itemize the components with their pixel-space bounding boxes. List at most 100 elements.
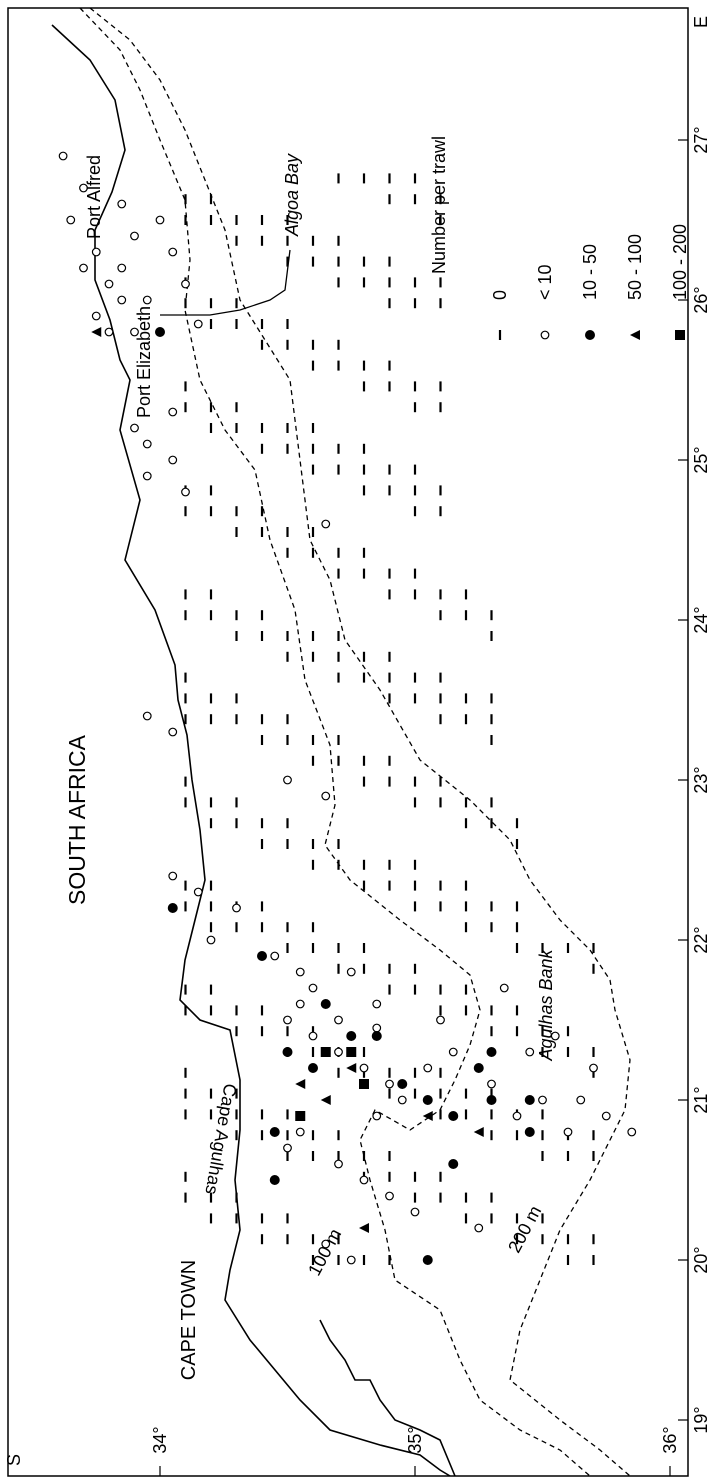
- station-open-circle: [448, 1047, 458, 1057]
- station-open-circle: [359, 1063, 369, 1073]
- station-open-circle: [79, 263, 88, 273]
- station-open-circle: [308, 1031, 318, 1041]
- lat-tick-label: 36°: [660, 1426, 680, 1453]
- station-filled-circle: [257, 951, 267, 961]
- station-open-circle: [512, 1111, 522, 1121]
- station-square: [295, 1111, 306, 1121]
- map-frame: [7, 7, 689, 1477]
- station-filled-circle: [269, 1127, 280, 1137]
- label-isobath-200: 200 m: [504, 1202, 545, 1256]
- legend-label: 10 - 50: [580, 244, 600, 300]
- lon-tick-label: 25°: [691, 446, 711, 473]
- station-open-circle: [538, 1095, 547, 1105]
- station-open-circle: [525, 1047, 535, 1057]
- station-open-circle: [168, 727, 178, 737]
- station-open-circle: [117, 295, 127, 305]
- station-square: [359, 1079, 369, 1089]
- station-open-circle: [168, 247, 178, 257]
- station-open-circle: [321, 1239, 331, 1249]
- station-open-circle: [397, 1095, 407, 1105]
- lon-tick-label: 24°: [691, 606, 711, 633]
- label-agulhas-bank: Agulhas Bank: [536, 948, 556, 1061]
- station-open-circle: [168, 871, 178, 881]
- station-filled-circle: [524, 1095, 535, 1105]
- station-open-circle: [295, 967, 305, 977]
- station-open-circle: [308, 983, 318, 993]
- lon-tick-label: 19°: [691, 1406, 711, 1433]
- station-open-circle: [193, 887, 203, 897]
- station-open-circle: [58, 151, 68, 161]
- station-filled-circle: [282, 1047, 293, 1057]
- station-open-circle: [283, 1143, 292, 1153]
- stations-layer: [58, 151, 637, 1265]
- label-isobath-100: 100 m: [304, 1225, 345, 1279]
- legend-label: < 10: [535, 264, 555, 300]
- station-open-circle: [130, 423, 139, 433]
- station-triangle: [473, 1127, 484, 1137]
- station-open-circle: [295, 1127, 305, 1137]
- station-open-circle: [576, 1095, 586, 1105]
- station-triangle: [320, 1095, 331, 1105]
- legend-title: Number per trawl: [429, 136, 449, 274]
- station-filled-circle: [371, 1031, 382, 1041]
- station-filled-circle: [422, 1095, 433, 1105]
- legend-label: 100 - 200: [670, 224, 690, 300]
- station-filled-circle: [167, 903, 178, 913]
- station-open-circle: [385, 1079, 394, 1089]
- station-open-circle: [321, 791, 331, 801]
- station-open-circle: [563, 1127, 573, 1137]
- isobath-100m: [79, 7, 591, 1477]
- lat-tick-label: 34°: [150, 1426, 170, 1453]
- label-cape-town: CAPE TOWN: [178, 1260, 200, 1380]
- station-open-circle: [334, 1159, 343, 1169]
- station-square: [346, 1047, 357, 1057]
- station-open-circle: [104, 327, 114, 337]
- station-filled-circle: [397, 1079, 408, 1089]
- station-open-circle: [550, 1031, 560, 1041]
- lon-tick-label: 22°: [691, 926, 711, 953]
- station-open-circle: [66, 215, 76, 225]
- lat-tick-label: 35°: [405, 1426, 425, 1453]
- station-open-circle: [410, 1207, 420, 1217]
- lon-tick-label: 23°: [691, 766, 711, 793]
- station-open-circle: [117, 199, 127, 209]
- station-open-circle: [589, 1063, 598, 1073]
- station-open-circle: [91, 311, 101, 321]
- legend-symbol-triangle: [630, 330, 640, 340]
- station-triangle: [91, 327, 102, 337]
- legend-symbol-open-circle: [540, 330, 550, 340]
- station-open-circle: [79, 183, 88, 193]
- station-open-circle: [487, 1079, 496, 1089]
- label-port-alfred: Port Alfred: [84, 155, 104, 239]
- station-filled-circle: [486, 1047, 497, 1057]
- station-open-circle: [601, 1111, 611, 1121]
- station-open-circle: [155, 215, 165, 225]
- legend-symbol-square: [675, 330, 685, 340]
- legend-label: 50 - 100: [625, 234, 645, 300]
- station-open-circle: [283, 775, 292, 785]
- station-open-circle: [142, 439, 152, 449]
- station-open-circle: [91, 247, 101, 257]
- station-filled-circle: [422, 1255, 433, 1265]
- station-open-circle: [385, 1191, 394, 1201]
- station-triangle: [346, 1063, 357, 1073]
- station-filled-circle: [346, 1031, 357, 1041]
- station-filled-circle: [486, 1095, 497, 1105]
- station-open-circle: [295, 999, 305, 1009]
- station-filled-circle: [473, 1063, 484, 1073]
- label-south-africa: SOUTH AFRICA: [64, 734, 90, 905]
- station-filled-circle: [155, 327, 165, 337]
- station-open-circle: [372, 999, 382, 1009]
- lat-hemisphere-label: S: [4, 1454, 24, 1466]
- station-open-circle: [142, 711, 152, 721]
- label-algoa-bay: Algoa Bay: [282, 153, 302, 237]
- station-open-circle: [436, 1015, 445, 1025]
- station-open-circle: [474, 1223, 484, 1233]
- station-filled-circle: [524, 1127, 535, 1137]
- station-open-circle: [372, 1111, 382, 1121]
- station-triangle: [295, 1079, 306, 1089]
- lon-tick-label: 21°: [691, 1086, 711, 1113]
